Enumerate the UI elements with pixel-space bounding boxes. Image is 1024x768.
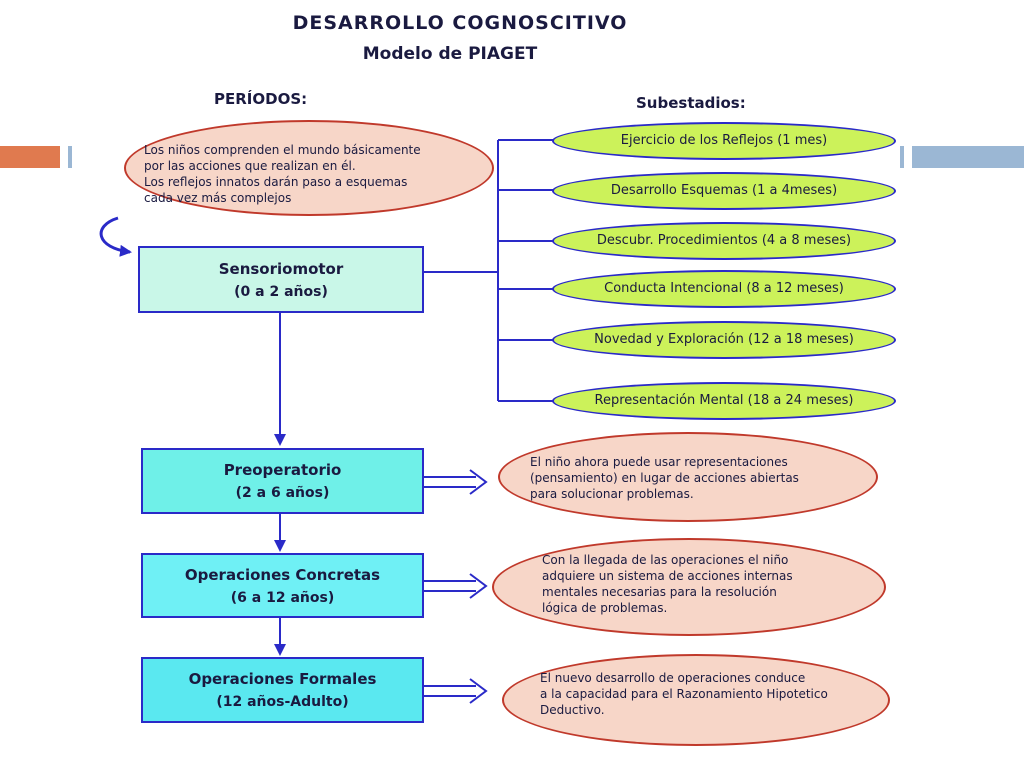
stage-label: Sensoriomotor [218, 259, 344, 278]
periods-heading: PERÍODOS: [214, 90, 308, 108]
stage-sensoriomotor: Sensoriomotor (0 a 2 años) [138, 246, 424, 313]
substage-label: Descubr. Procedimientos (4 a 8 meses) [596, 233, 852, 248]
stage-range: (6 a 12 años) [230, 589, 335, 606]
intro-note-line: Los niños comprenden el mundo básicament… [144, 143, 421, 157]
intro-note: Los niños comprenden el mundo básicament… [124, 120, 494, 216]
substage-oval: Representación Mental (18 a 24 meses) [552, 382, 896, 420]
decorative-band-left [0, 146, 60, 168]
substage-oval: Desarrollo Esquemas (1 a 4meses) [552, 172, 896, 210]
substage-label: Novedad y Exploración (12 a 18 meses) [594, 332, 854, 347]
page-subtitle: Modelo de PIAGET [362, 44, 538, 64]
note-preoperatorio: El niño ahora puede usar representacione… [498, 432, 878, 522]
decorative-band-right-accent [900, 146, 904, 168]
double-arrow-3 [424, 678, 488, 704]
substage-label: Conducta Intencional (8 a 12 meses) [604, 281, 844, 296]
note-line: adquiere un sistema de acciones internas [542, 569, 793, 583]
stage-operaciones-formales: Operaciones Formales (12 años-Adulto) [141, 657, 424, 723]
double-arrow-2 [424, 573, 488, 599]
note-operaciones-concretas: Con la llegada de las operaciones el niñ… [492, 538, 886, 636]
stage-range: (0 a 2 años) [234, 283, 328, 300]
double-arrow-1 [424, 469, 488, 495]
intro-note-line: cada vez más complejos [144, 191, 292, 205]
note-line: a la capacidad para el Razonamiento Hipo… [540, 687, 828, 701]
substage-oval: Conducta Intencional (8 a 12 meses) [552, 270, 896, 308]
stage-range: (2 a 6 años) [235, 485, 330, 501]
stage-operaciones-concretas: Operaciones Concretas (6 a 12 años) [141, 553, 424, 618]
stage-label: Operaciones Formales [188, 670, 377, 688]
note-operaciones-formales: El nuevo desarrollo de operaciones condu… [502, 654, 890, 746]
substage-oval: Ejercicio de los Reflejos (1 mes) [552, 122, 896, 160]
substages-heading: Subestadios: [636, 94, 746, 112]
decorative-band-left-accent [68, 146, 72, 168]
note-line: El nuevo desarrollo de operaciones condu… [540, 671, 806, 685]
substage-label: Ejercicio de los Reflejos (1 mes) [620, 133, 828, 148]
note-line: El niño ahora puede usar representacione… [530, 455, 788, 469]
substage-label: Desarrollo Esquemas (1 a 4meses) [610, 183, 838, 198]
stage-label: Preoperatorio [223, 461, 342, 479]
stage-label: Operaciones Concretas [184, 565, 381, 584]
note-line: mentales necesarias para la resolución [542, 585, 777, 599]
intro-note-line: Los reflejos innatos darán paso a esquem… [144, 175, 408, 189]
page-title: DESARROLLO COGNOSCITIVO [292, 12, 628, 34]
note-line: lógica de problemas. [542, 601, 668, 615]
note-line: Con la llegada de las operaciones el niñ… [542, 553, 789, 567]
note-line: Deductivo. [540, 703, 605, 717]
substage-oval: Descubr. Procedimientos (4 a 8 meses) [552, 222, 896, 260]
decorative-band-right [912, 146, 1024, 168]
intro-note-line: por las acciones que realizan en él. [144, 159, 356, 173]
substage-label: Representación Mental (18 a 24 meses) [594, 393, 854, 408]
curved-arrow [99, 216, 132, 257]
stage-range: (12 años-Adulto) [216, 694, 349, 710]
substage-oval: Novedad y Exploración (12 a 18 meses) [552, 321, 896, 359]
stage-preoperatorio: Preoperatorio (2 a 6 años) [141, 448, 424, 514]
note-line: para solucionar problemas. [530, 487, 694, 501]
note-line: (pensamiento) en lugar de acciones abier… [530, 471, 799, 485]
